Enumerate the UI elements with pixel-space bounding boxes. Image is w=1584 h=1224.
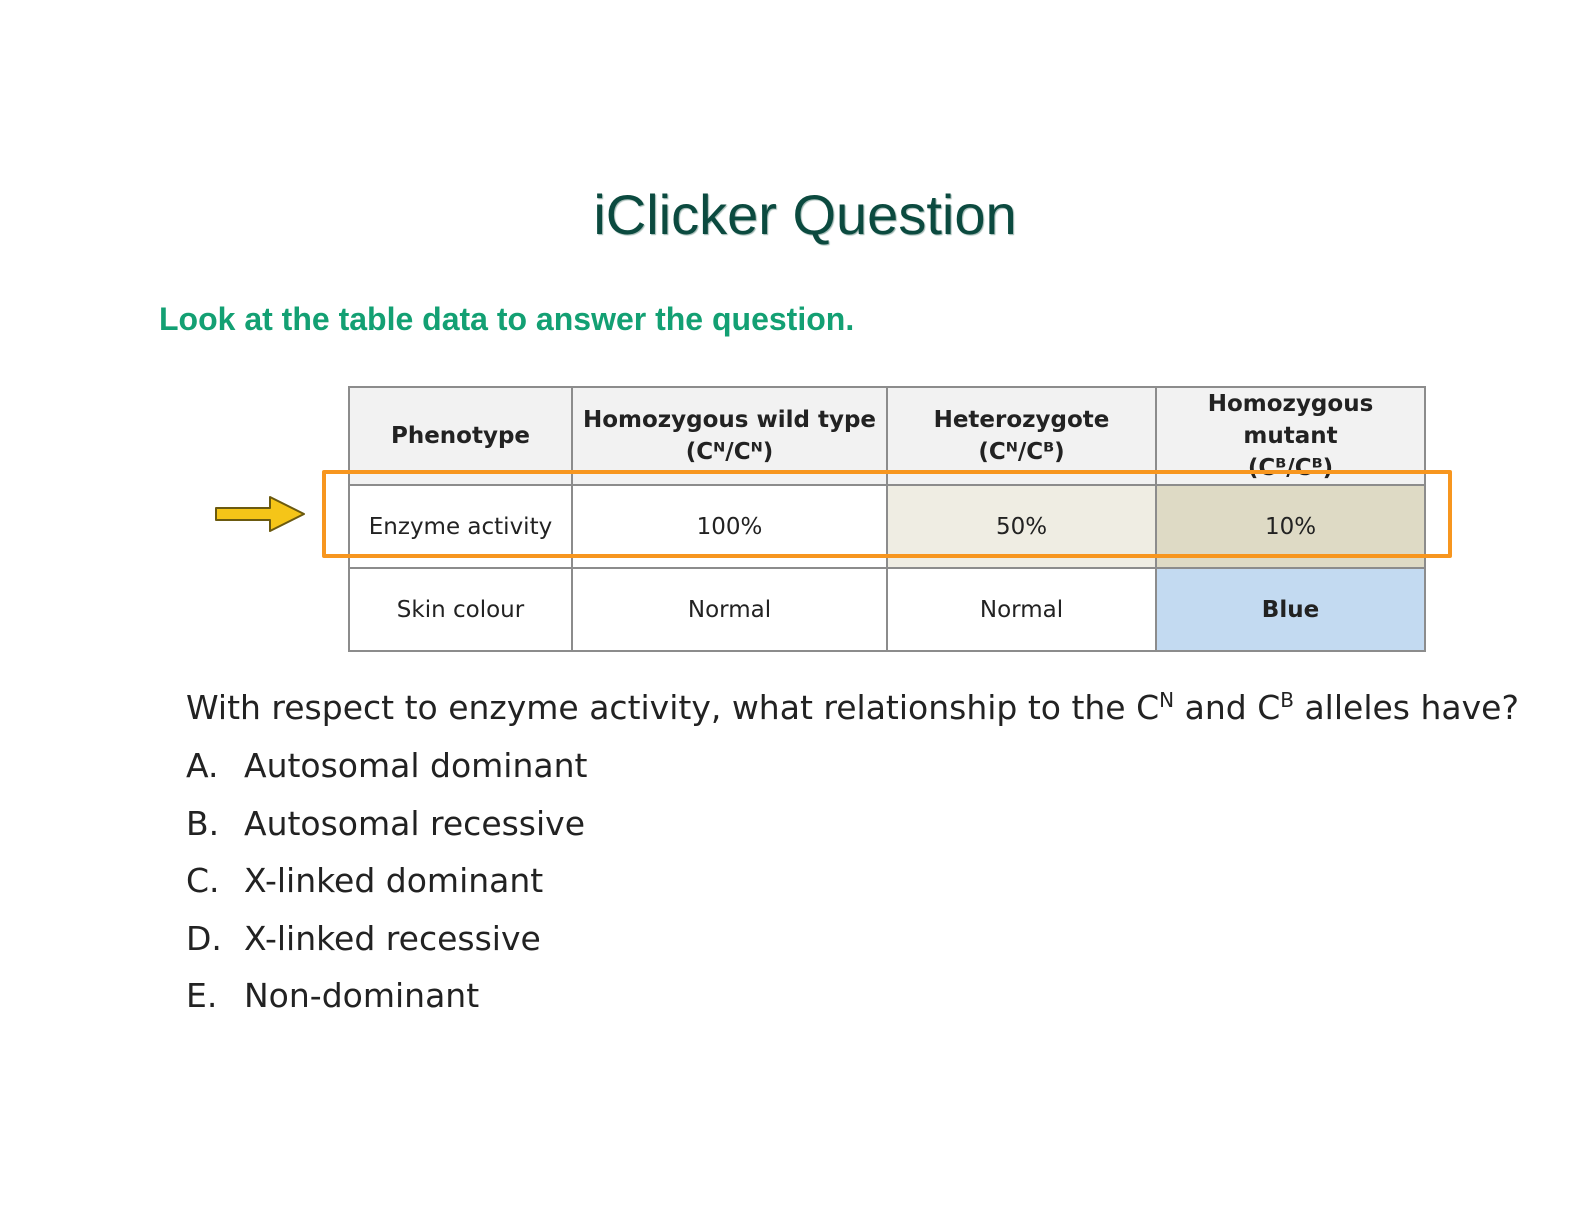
genotype-phenotype-table: Phenotype Homozygous wild type (Cᴺ/Cᴺ) H… — [348, 386, 1426, 652]
header-homozygous-wild-type: Homozygous wild type (Cᴺ/Cᴺ) — [571, 386, 888, 486]
header-heterozygote: Heterozygote (Cᴺ/Cᴮ) — [886, 386, 1157, 486]
option-letter: B. — [186, 803, 220, 843]
option-text: Non-dominant — [244, 976, 480, 1015]
header-genotype: (Cᴺ/Cᴺ) — [685, 439, 774, 465]
question-text: With respect to enzyme activity, what re… — [186, 688, 1519, 727]
answer-option-c[interactable]: C. X-linked dominant — [186, 861, 587, 919]
allele-superscript: B — [1280, 688, 1294, 712]
table-cell: Skin colour — [348, 567, 573, 652]
question-part: alleles have? — [1293, 688, 1519, 727]
answer-option-d[interactable]: D. X-linked recessive — [186, 919, 587, 977]
question-part: and C — [1174, 688, 1281, 727]
slide-title: iClicker Question — [593, 183, 1017, 246]
table-header-row: Phenotype Homozygous wild type (Cᴺ/Cᴺ) H… — [348, 386, 1426, 486]
answer-option-e[interactable]: E. Non-dominant — [186, 976, 587, 1034]
answer-option-b[interactable]: B. Autosomal recessive — [186, 804, 587, 862]
answer-option-a[interactable]: A. Autosomal dominant — [186, 746, 587, 804]
instruction-text: Look at the table data to answer the que… — [159, 301, 855, 337]
header-label: Phenotype — [390, 423, 531, 449]
header-label: Homozygous wild type — [582, 407, 877, 433]
option-text: Autosomal recessive — [244, 803, 586, 843]
option-text: X-linked recessive — [244, 918, 541, 958]
header-phenotype: Phenotype — [348, 386, 573, 486]
answer-options: A. Autosomal dominant B. Autosomal reces… — [186, 746, 587, 1034]
option-letter: C. — [186, 861, 220, 900]
question-part: With respect to enzyme activity, what re… — [186, 688, 1160, 727]
header-label: Heterozygote — [933, 407, 1110, 433]
option-letter: E. — [186, 976, 218, 1015]
table-row-enzyme-activity: Enzyme activity 100% 50% 10% — [348, 484, 1426, 569]
header-genotype: (Cᴮ/Cᴮ) — [1247, 455, 1334, 481]
table-cell: 100% — [571, 484, 888, 569]
option-text: Autosomal dominant — [244, 746, 588, 785]
table-cell: Normal — [886, 567, 1157, 652]
table-cell: Normal — [571, 567, 888, 652]
option-letter: D. — [186, 918, 222, 958]
arrow-right-icon — [215, 496, 305, 532]
option-letter: A. — [186, 746, 219, 785]
table-cell: Blue — [1155, 567, 1426, 652]
table-cell: 50% — [886, 484, 1157, 569]
option-text: X-linked dominant — [244, 861, 544, 900]
header-genotype: (Cᴺ/Cᴮ) — [978, 439, 1065, 465]
table-row-skin-colour: Skin colour Normal Normal Blue — [348, 567, 1426, 652]
header-label: Homozygous mutant — [1207, 391, 1374, 449]
table-cell: Enzyme activity — [348, 484, 573, 569]
allele-superscript: N — [1159, 688, 1175, 712]
table-cell: 10% — [1155, 484, 1426, 569]
header-homozygous-mutant: Homozygous mutant (Cᴮ/Cᴮ) — [1155, 386, 1426, 486]
